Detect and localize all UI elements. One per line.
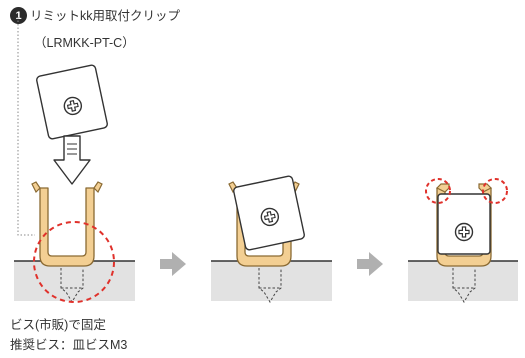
ground-block — [14, 261, 135, 301]
recommended-screw-note: 推奨ビス：皿ビスM3 — [10, 338, 128, 352]
down-arrow-icon — [53, 135, 91, 185]
part-code: （LRMKK-PT-C） — [34, 36, 135, 50]
panel-3 — [408, 178, 518, 303]
highlight-circle-left — [425, 178, 451, 204]
part-title: リミットkk用取付クリップ — [30, 9, 181, 23]
leader-line — [17, 17, 35, 236]
block-piece — [437, 193, 491, 255]
block-piece — [233, 175, 305, 251]
right-arrow-icon — [160, 252, 186, 276]
block-piece — [36, 64, 108, 140]
right-arrow-icon — [357, 252, 383, 276]
panel-1 — [14, 64, 135, 303]
ground-block — [408, 261, 518, 301]
step-number-badge: 1 — [10, 7, 27, 24]
clip — [31, 181, 103, 267]
ground-block — [211, 261, 332, 301]
highlight-circle — [33, 221, 115, 303]
fixing-note: ビス(市販)で固定 — [10, 318, 106, 332]
screw-head-icon — [454, 222, 474, 242]
highlight-circle-right — [482, 178, 508, 204]
panel-2 — [211, 175, 332, 303]
